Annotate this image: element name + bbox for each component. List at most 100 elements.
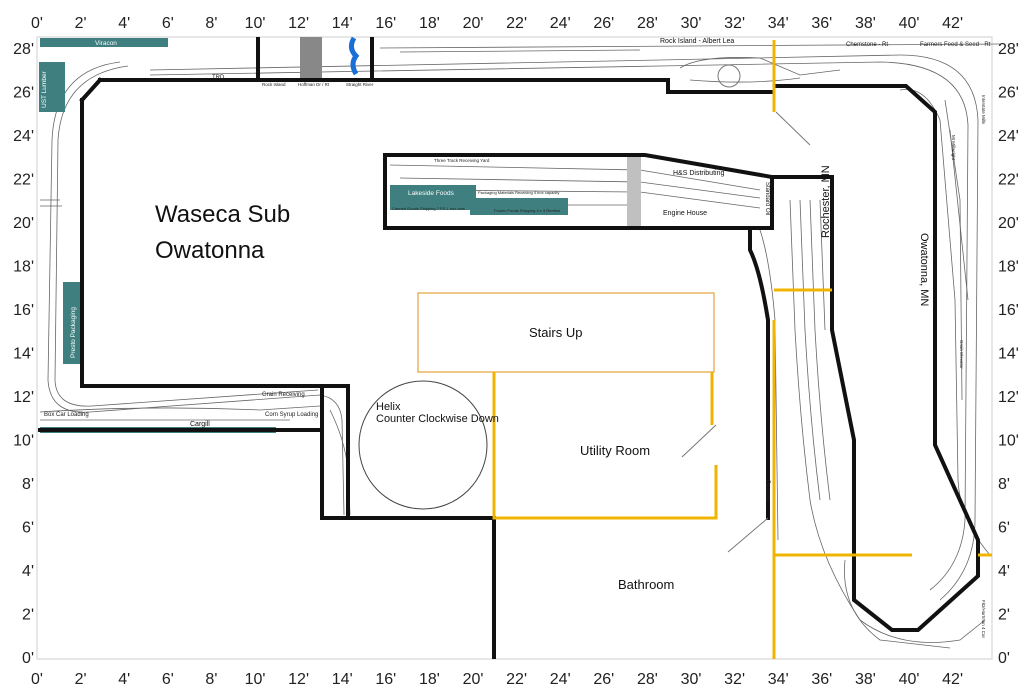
hs-label: H&S Distributing [673,170,724,177]
x-tick-label: 38' [855,15,876,32]
ust-label: UST Lumber [41,70,48,108]
x-tick-label: 6' [162,671,174,688]
y-tick-label: 16' [998,302,1019,319]
x-tick-label: 18' [419,671,440,688]
yard-shed [627,156,641,226]
y-axis-left: 28'26'24'22'20'18'16'14'12'10'8'6'4'2'0' [13,41,34,667]
owatonna-town-label: Owatonna, MN [918,233,930,306]
interstate-label: Interstate Mills [981,95,986,125]
grain-label: Grain Receiving [262,392,305,398]
rock-island-small-label: Rock Island [262,82,286,87]
x-tick-label: 32' [724,671,745,688]
stairs-box [417,292,715,373]
x-tick-label: 34' [768,671,789,688]
pearson-label: Pearson [764,480,770,502]
bathroom-label: Bathroom [618,577,674,592]
y-tick-label: 20' [13,215,34,232]
y-tick-label: 28' [13,41,34,58]
helix-label-1: Helix [376,401,401,413]
title-line-1: Waseca Sub [155,201,290,228]
x-tick-label: 30' [681,15,702,32]
lakeside-label: Lakeside Foods [408,190,455,197]
viracon-label: Viracon [95,40,117,47]
box-car-label: Box Car Loading [44,412,89,418]
y-tick-label: 20' [998,215,1019,232]
ust-building [39,62,65,112]
x-tick-label: 36' [811,671,832,688]
packaging-mat-label: Packaging Materials Receiving 4 box capa… [478,190,559,195]
x-tick-label: 2' [75,15,87,32]
y-tick-label: 6' [22,520,34,537]
lakeside-annex [470,198,568,215]
y-tick-label: 2' [22,607,34,624]
x-tick-label: 22' [506,15,527,32]
y-tick-label: 4' [22,563,34,580]
y-tick-label: 8' [22,476,34,493]
x-tick-label: 30' [681,671,702,688]
door-swing-1 [681,424,717,458]
mi-millwright-label: MI Millwright [951,135,956,161]
y-tick-label: 22' [13,172,34,189]
x-axis-bottom: 0'2'4'6'8'10'12'14'16'18'20'22'24'26'28'… [31,671,963,688]
x-tick-label: 12' [288,671,309,688]
x-tick-label: 28' [637,15,658,32]
y-tick-label: 10' [13,433,34,450]
x-tick-label: 10' [245,671,266,688]
title-line-2: Owatonna [155,237,265,264]
canned-goods-label: Canned Goods Shipping 7 PS 1 box cars [392,206,465,211]
engine-house-label: Engine House [663,210,707,217]
x-tick-label: 26' [593,671,614,688]
x-tick-label: 24' [550,15,571,32]
x-tick-label: 24' [550,671,571,688]
door-swing-3 [775,111,811,146]
y-tick-label: 18' [998,259,1019,276]
x-tick-label: 16' [375,671,396,688]
y-tick-label: 26' [998,85,1019,102]
viracon-building [40,38,168,47]
x-tick-label: 28' [637,671,658,688]
x-tick-label: 12' [288,15,309,32]
x-tick-label: 40' [899,671,920,688]
x-tick-label: 20' [463,671,484,688]
utility-label: Utility Room [580,443,650,458]
x-tick-label: 42' [942,671,963,688]
x-tick-label: 6' [162,15,174,32]
y-tick-label: 0' [22,650,34,667]
presto-building [63,282,80,364]
grain-elev-label: Grain Elevator [959,340,964,369]
frozen-foods-label: Frozen Foods Shipping 4 x 3 Reefers [494,208,560,213]
x-tick-label: 14' [332,671,353,688]
y-tick-label: 0' [998,650,1010,667]
x-tick-label: 2' [75,671,87,688]
x-tick-label: 4' [118,15,130,32]
straight-river [348,36,360,76]
fitz-label: Fitz/Hartman 4 Car [981,600,986,639]
x-axis-top: 0'2'4'6'8'10'12'14'16'18'20'22'24'26'28'… [31,15,963,32]
plan-frame [36,36,993,660]
turntable [717,64,741,88]
x-tick-label: 42' [942,15,963,32]
rochester-town-label: Rochester, MN [820,165,832,238]
y-tick-label: 16' [13,302,34,319]
lakeside-building [390,185,476,210]
x-tick-label: 0' [31,671,43,688]
cargill-label: Cargill [190,421,210,428]
bridge [300,37,322,79]
y-tick-label: 14' [13,346,34,363]
y-tick-label: 2' [998,607,1010,624]
x-tick-label: 40' [899,15,920,32]
helix-circle [358,380,488,510]
y-tick-label: 12' [13,389,34,406]
x-tick-label: 18' [419,15,440,32]
x-tick-label: 8' [205,15,217,32]
rock-island-label: Rock Island - Albert Lea [660,38,734,45]
x-tick-label: 34' [768,15,789,32]
x-tick-label: 14' [332,15,353,32]
y-tick-label: 4' [998,563,1010,580]
y-tick-label: 22' [998,172,1019,189]
x-tick-label: 16' [375,15,396,32]
x-tick-label: 20' [463,15,484,32]
x-tick-label: 8' [205,671,217,688]
x-tick-label: 4' [118,671,130,688]
standard-oil-label: Standard Oil [764,182,770,215]
